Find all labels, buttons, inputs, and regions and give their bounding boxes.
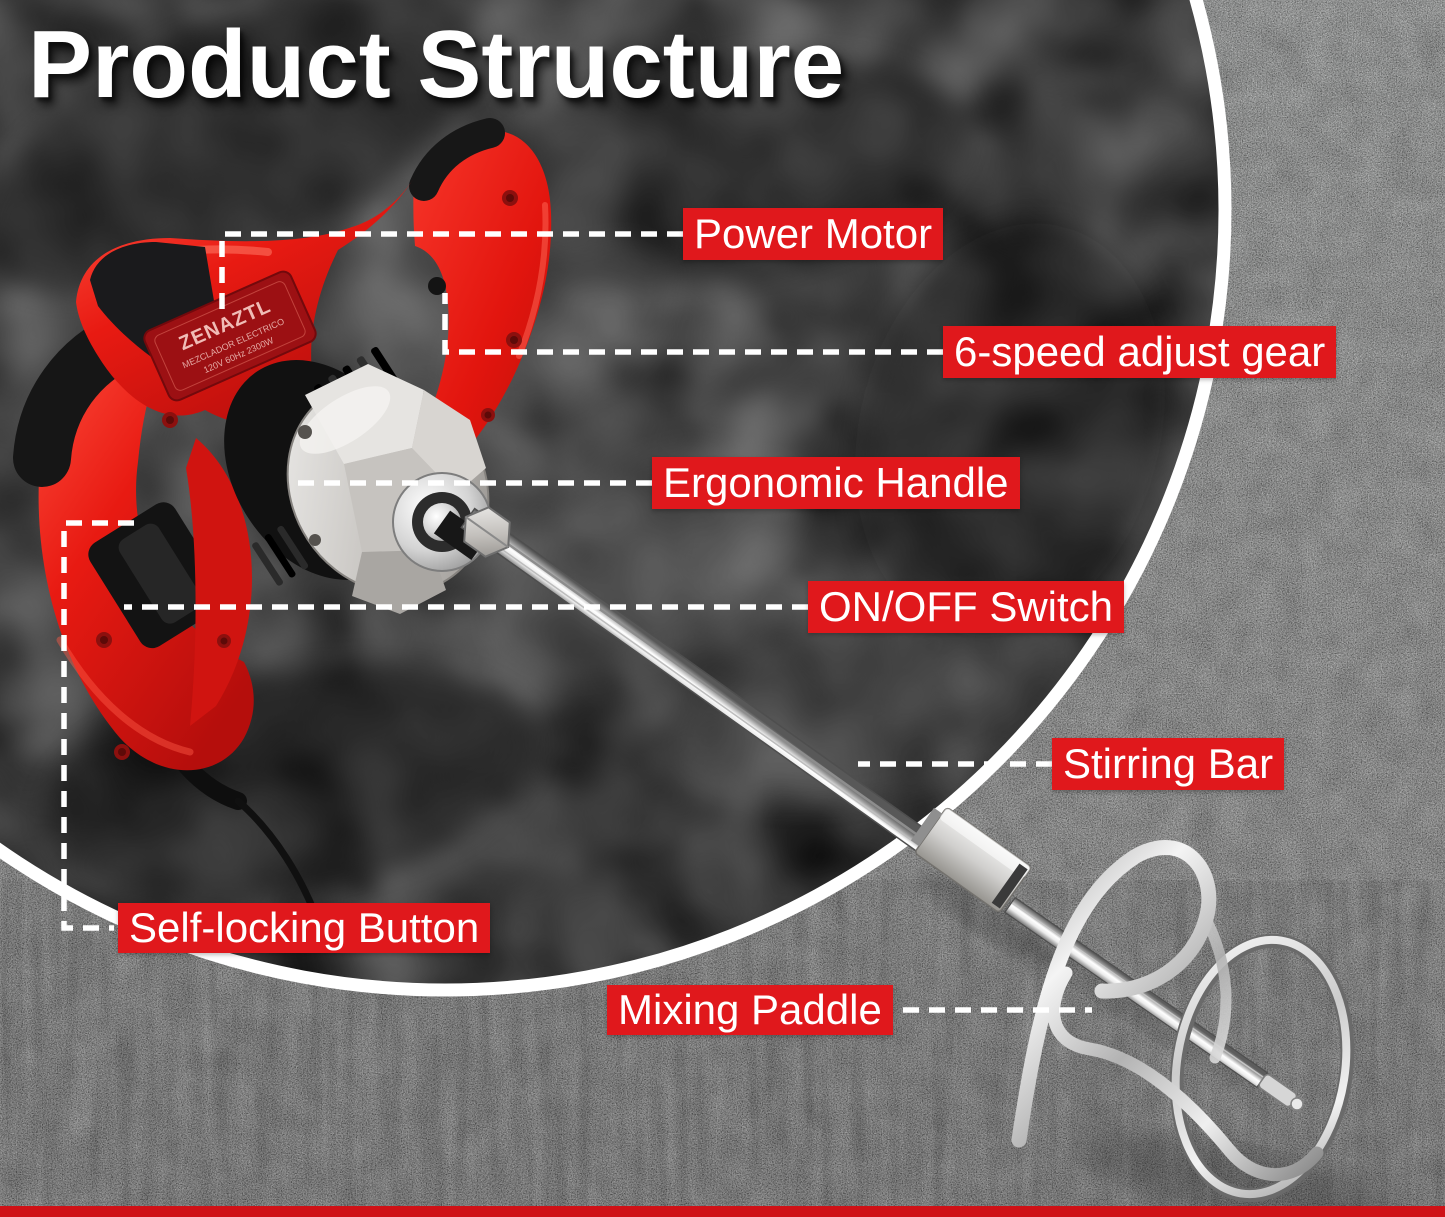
- callout-lines: [61, 231, 1092, 1013]
- mixer-illustration: ZENAZTL MEZCLADOR ELECTRICO 120V 60Hz 23…: [13, 118, 1355, 1203]
- callout-line-self-locking-button: [61, 520, 134, 931]
- rod-coupler: [910, 807, 1031, 913]
- callout-label-speed-gear: 6-speed adjust gear: [943, 326, 1337, 378]
- right-handle: [409, 118, 552, 455]
- cast-shadows: [913, 868, 1397, 1217]
- callout-label-stirring-bar: Stirring Bar: [1052, 738, 1285, 790]
- page-title: Product Structure: [28, 11, 845, 118]
- right-handle-grip-cap: [409, 118, 505, 201]
- callout-line-speed-gear: [442, 293, 943, 355]
- hex-nut: [463, 506, 511, 558]
- paddle-ribbon-upper: [1011, 840, 1217, 1148]
- callout-label-ergonomic-handle: Ergonomic Handle: [652, 457, 1020, 509]
- callout-label-mixing-paddle: Mixing Paddle: [607, 985, 893, 1035]
- paddle-ring: [1171, 935, 1351, 1199]
- paddle-ribbon-lower: [1047, 966, 1324, 1182]
- circle-ring: [0, 0, 1232, 997]
- handle-strut: [186, 438, 252, 726]
- bottom-red-bar: [0, 1206, 1445, 1217]
- screw-holes: [96, 190, 522, 760]
- mixing-paddle-assembly: [1011, 840, 1355, 1203]
- callout-label-power-motor: Power Motor: [683, 208, 944, 260]
- gear-adjust-knob: [428, 277, 446, 295]
- callout-label-on-off-switch: ON/OFF Switch: [808, 581, 1125, 633]
- brand-plate: ZENAZTL MEZCLADOR ELECTRICO 120V 60Hz 23…: [143, 270, 317, 402]
- paddle-ribbon-back: [1200, 913, 1232, 1064]
- on-off-trigger: [88, 502, 228, 649]
- callout-label-self-locking-button: Self-locking Button: [118, 903, 491, 953]
